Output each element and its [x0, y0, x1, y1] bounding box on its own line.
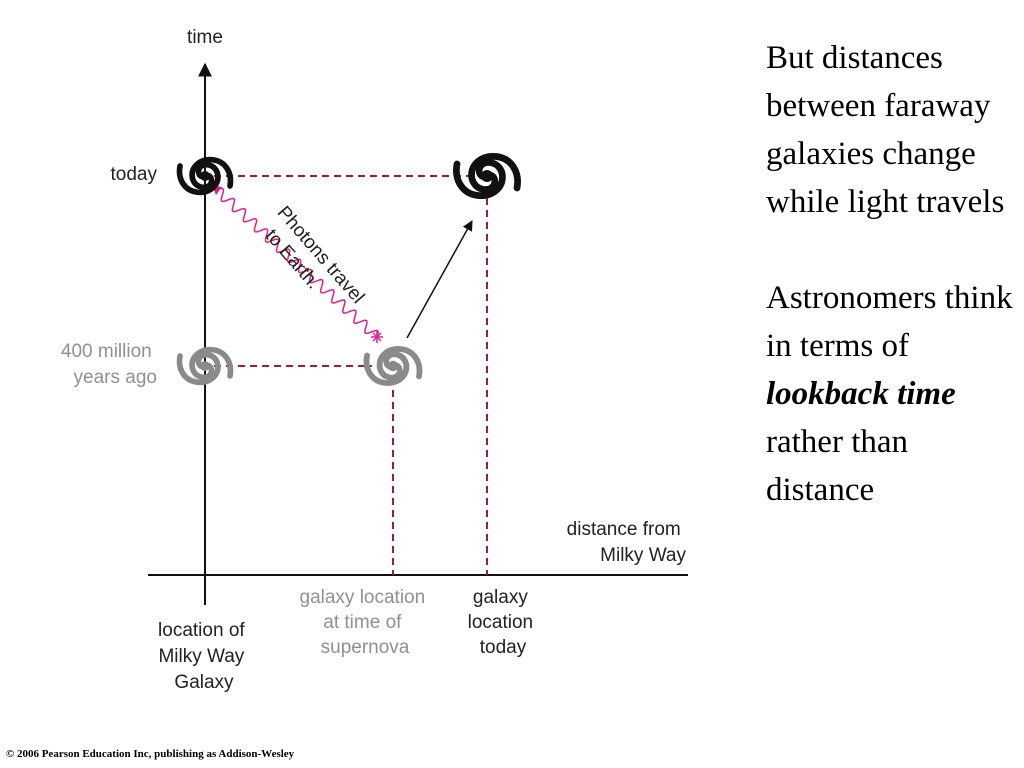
milky-way-today-galaxy-icon [180, 160, 231, 193]
distant-galaxy-today-icon [456, 156, 517, 195]
svg-text:galaxy location today: galaxy location today [468, 587, 539, 658]
side-paragraph-2-suffix: rather than distance [766, 424, 909, 508]
past-label-line1: 400 million [61, 341, 152, 362]
today-label: today [111, 164, 158, 185]
side-paragraph-2: Astronomers think in terms of lookback t… [766, 274, 1016, 514]
galaxy-then-label-line3: supernova [321, 637, 410, 658]
svg-text:400 million years ago: 400 million years ago [61, 341, 157, 388]
galaxy-motion-arrow [406, 220, 473, 339]
milky-way-location-line2: Milky Way [158, 646, 244, 667]
svg-text:location of Milky Way: location of Milky Way Galaxy [158, 620, 250, 693]
side-paragraph-2-prefix: Astronomers think in terms of [766, 280, 1013, 364]
svg-text:distance from Milky Way: distance from Milky Way [567, 519, 687, 566]
side-text: But distances between faraway galaxies c… [766, 34, 1016, 514]
galaxy-today-label-line3: today [480, 637, 527, 658]
distance-axis-label-line1: distance from [567, 519, 681, 540]
galaxy-today-label-line2: location [468, 612, 534, 633]
lookback-time-emphasis: lookback time [766, 376, 956, 412]
galaxy-then-label-line1: galaxy location [300, 587, 426, 608]
distance-axis-label-line2: Milky Way [600, 545, 686, 566]
svg-text:galaxy location at time of: galaxy location at time of supernova [300, 587, 431, 658]
milky-way-past-galaxy-icon [180, 350, 231, 383]
distant-galaxy-past-icon [367, 349, 420, 383]
time-axis-label: time [187, 27, 223, 48]
side-paragraph-1: But distances between faraway galaxies c… [766, 40, 1005, 220]
photon-wave [217, 187, 379, 338]
milky-way-location-line3: Galaxy [174, 672, 234, 693]
galaxy-then-label-line2: at time of [323, 612, 402, 633]
svg-text:Photons travel to Earth.: Photons travel to Earth. [255, 202, 372, 327]
milky-way-location-line1: location of [158, 620, 245, 641]
supernova-burst-icon [371, 331, 383, 343]
past-label-line2: years ago [74, 367, 157, 388]
galaxy-today-label-line1: galaxy [473, 587, 528, 608]
copyright-footer: © 2006 Pearson Education Inc, publishing… [6, 748, 295, 760]
